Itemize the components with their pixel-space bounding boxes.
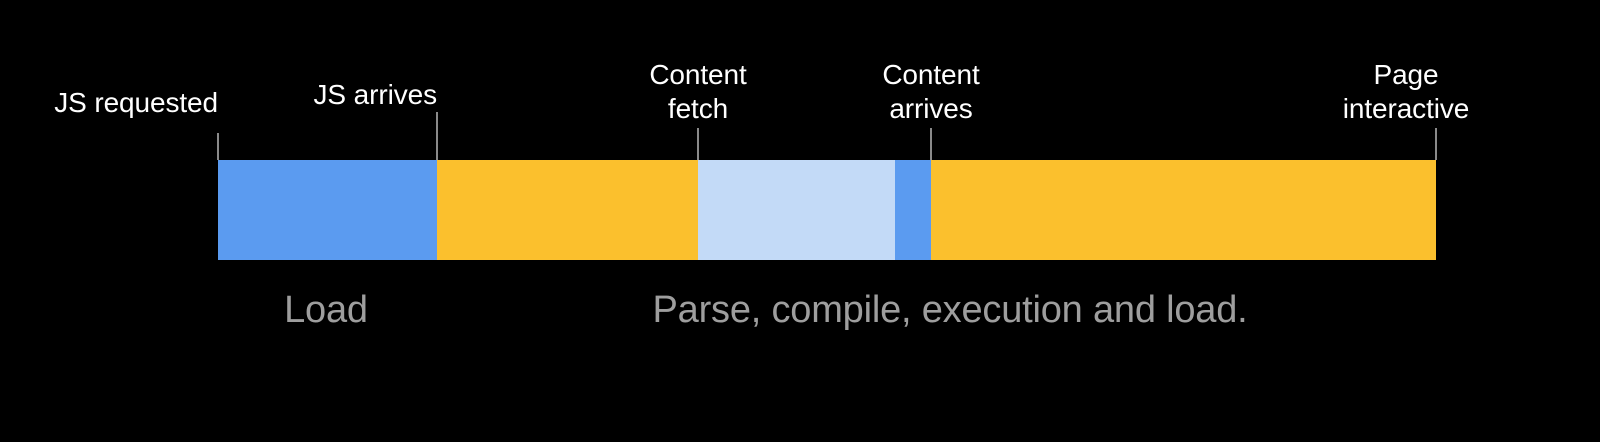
segment-content-download	[895, 160, 931, 260]
tick-content-arrives	[930, 128, 932, 160]
tick-content-fetch	[697, 128, 699, 160]
tick-js-arrives	[436, 112, 438, 160]
timeline-bar	[218, 160, 1436, 260]
segment-content-fetch-wait	[698, 160, 895, 260]
event-label-js-arrives: JS arrives	[313, 79, 438, 110]
event-label-content-arrives: Content arrives	[882, 59, 980, 124]
tick-js-requested	[217, 133, 219, 160]
event-label-page-interactive: Page interactive	[1342, 59, 1470, 124]
segment-content-process-and-load	[931, 160, 1436, 260]
segment-js-parse-compile-execute	[437, 160, 698, 260]
segment-js-download	[218, 160, 437, 260]
phase-caption-parse-compile-execution-load: Parse, compile, execution and load.	[652, 289, 1248, 331]
tick-page-interactive	[1435, 128, 1437, 160]
event-label-content-fetch: Content fetch	[649, 59, 747, 124]
event-label-js-requested: JS requested	[54, 87, 218, 118]
phase-caption-load: Load	[284, 289, 368, 331]
